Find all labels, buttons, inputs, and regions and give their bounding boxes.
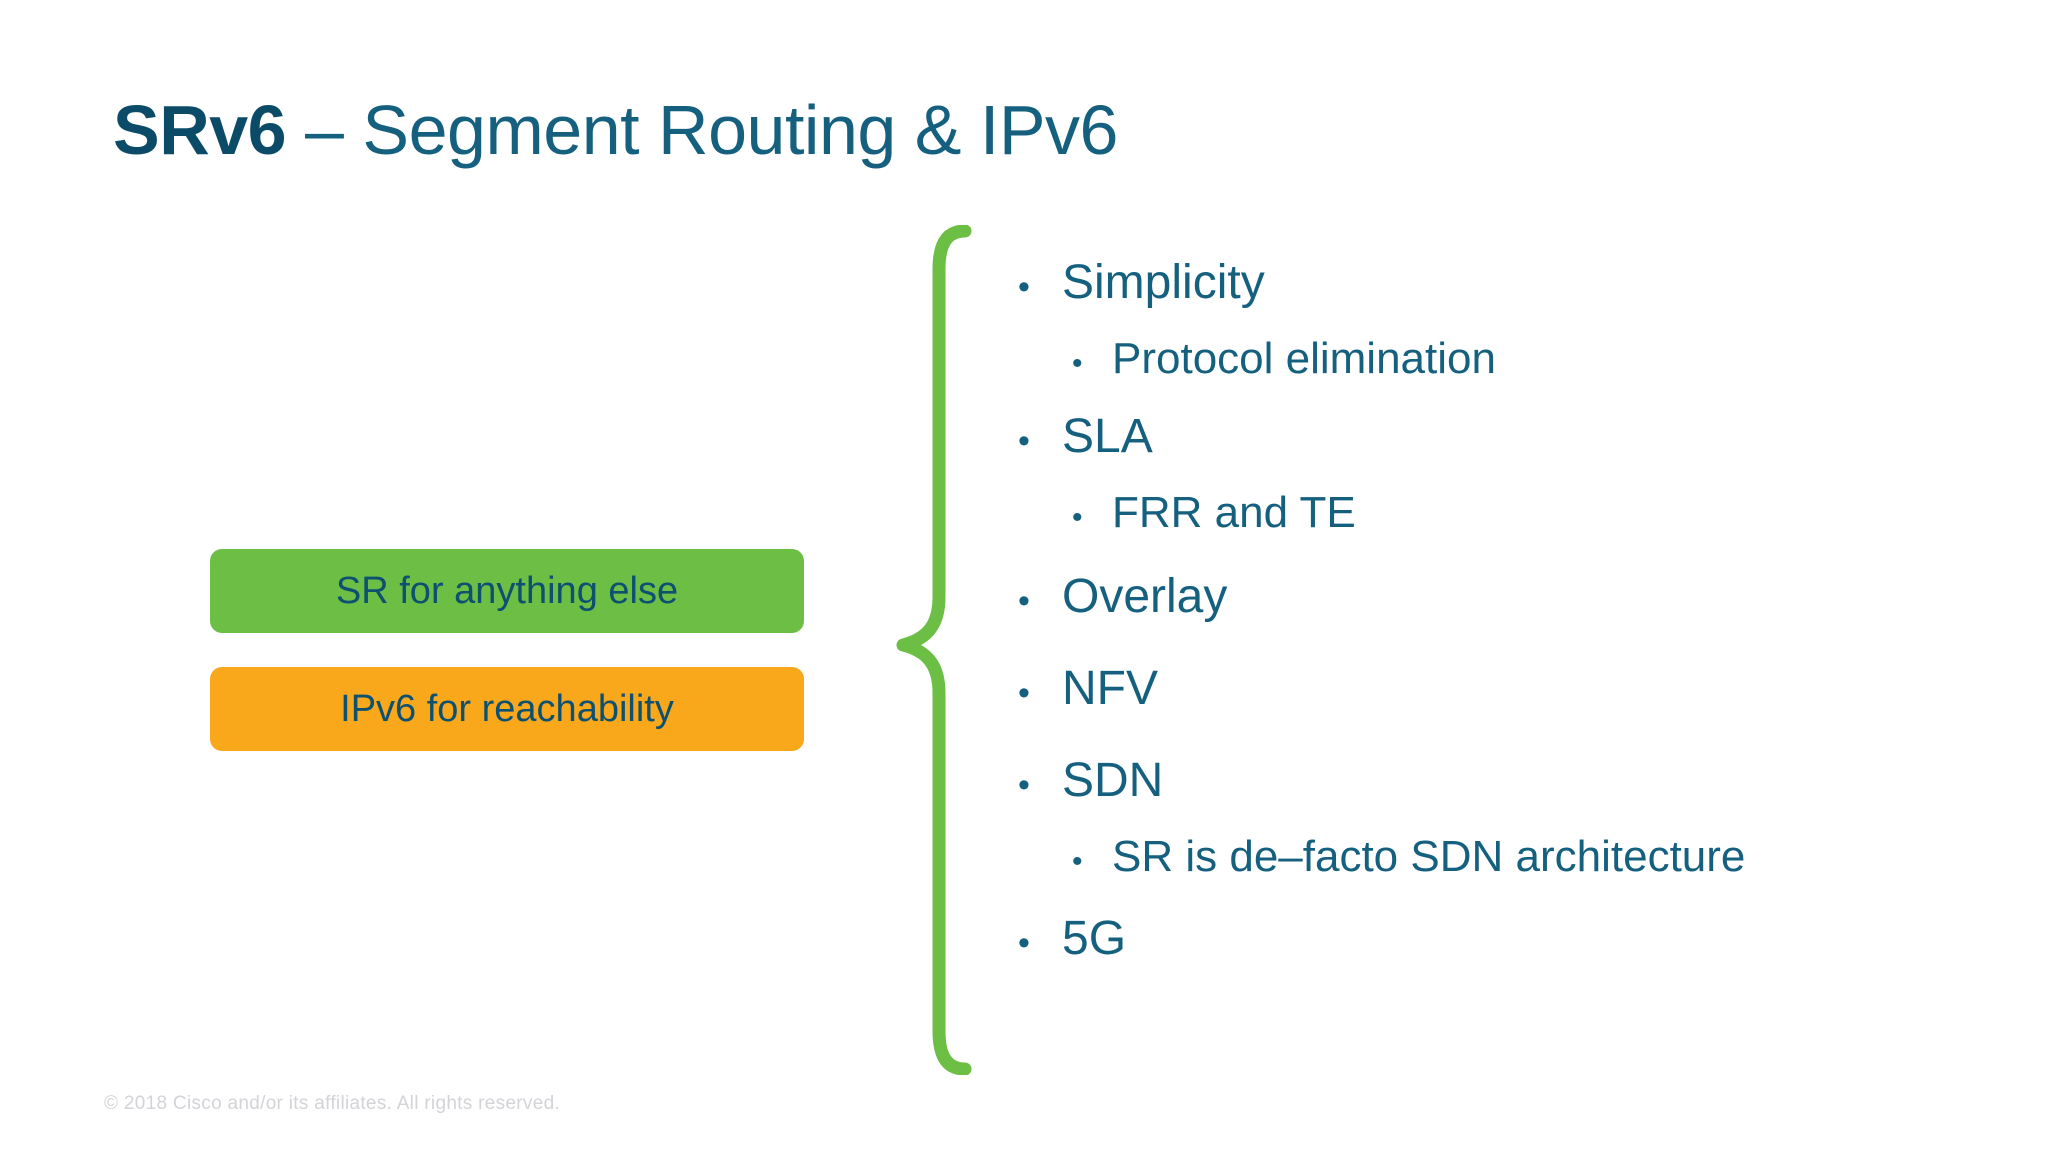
bullet-dot-icon: • [1018, 422, 1030, 460]
list-item-label: SR is de–facto SDN architecture [1112, 832, 1746, 881]
bullet-list: • Simplicity • Protocol elimination • SL… [1018, 255, 1958, 983]
page-title: SRv6 – Segment Routing & IPv6 [113, 88, 1118, 172]
callout-sr-for-anything-else[interactable]: SR for anything else [210, 549, 804, 633]
bullet-dot-icon: • [1018, 582, 1030, 620]
callout-ipv6-for-reachability[interactable]: IPv6 for reachability [210, 667, 804, 751]
list-item: • Overlay [1018, 569, 1958, 641]
list-item-label: FRR and TE [1112, 488, 1356, 537]
list-item: • Protocol elimination [1072, 333, 1958, 397]
list-item-label: SDN [1062, 754, 1164, 807]
callout-label: IPv6 for reachability [340, 687, 674, 730]
list-item: • NFV [1018, 661, 1958, 733]
bullet-dot-icon: • [1072, 347, 1083, 380]
list-item-label: Overlay [1062, 570, 1228, 623]
list-item: • SR is de–facto SDN architecture [1072, 831, 1958, 895]
list-item: • SLA [1018, 409, 1958, 481]
list-item-label: Protocol elimination [1112, 334, 1496, 383]
list-item-label: NFV [1062, 662, 1158, 715]
list-item-label: 5G [1062, 912, 1127, 965]
copyright-footer: © 2018 Cisco and/or its affiliates. All … [104, 1093, 561, 1114]
list-item-label: Simplicity [1062, 256, 1265, 309]
list-item: • 5G [1018, 911, 1958, 983]
curly-brace-left-icon [893, 225, 983, 1075]
bullet-dot-icon: • [1018, 268, 1030, 306]
callout-label: SR for anything else [335, 569, 679, 612]
bullet-dot-icon: • [1018, 766, 1030, 804]
list-item: • Simplicity [1018, 255, 1958, 327]
list-item: • FRR and TE [1072, 487, 1958, 551]
bullet-dot-icon: • [1018, 674, 1030, 712]
page-title-strong: SRv6 [113, 91, 287, 169]
list-item-label: SLA [1062, 410, 1153, 463]
list-item: • SDN [1018, 753, 1958, 825]
bullet-dot-icon: • [1018, 924, 1030, 962]
bullet-dot-icon: • [1072, 845, 1083, 878]
page-title-rest: – Segment Routing & IPv6 [286, 91, 1118, 169]
bullet-dot-icon: • [1072, 501, 1083, 534]
